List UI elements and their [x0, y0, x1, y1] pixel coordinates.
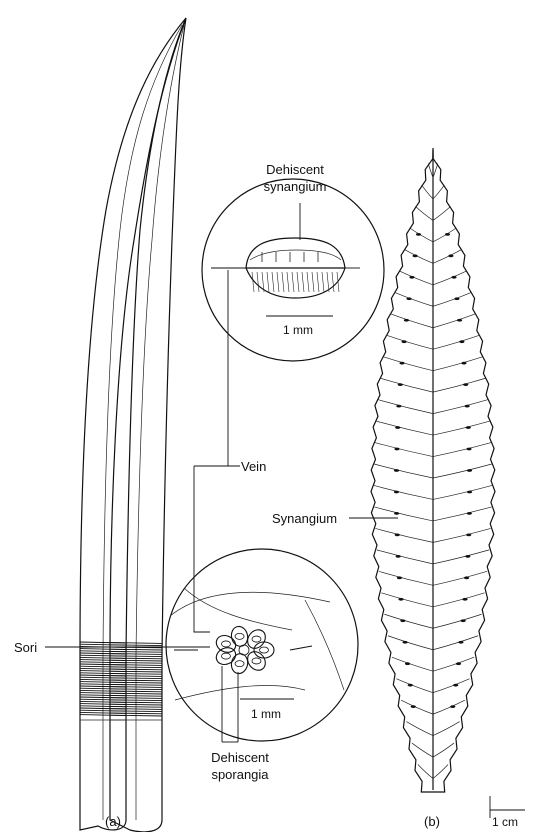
label-vein: Vein — [241, 459, 266, 474]
label-dehiscent-sporangia-line1: Dehiscent — [211, 750, 269, 765]
label-scale-leaf: 1 cm — [492, 815, 518, 829]
frond-right — [110, 18, 186, 832]
label-dehiscent-sporangia-line2: sporangia — [211, 767, 269, 782]
sori-band — [80, 642, 162, 716]
label-dehiscent-synangium-line2: synangium — [264, 179, 327, 194]
label-sori: Sori — [14, 640, 37, 655]
panel-label-b: (b) — [424, 814, 440, 829]
leaf-b — [371, 148, 495, 792]
label-synangium: Synangium — [272, 511, 337, 526]
label-scale-top: 1 mm — [283, 323, 313, 337]
label-scale-bottom: 1 mm — [251, 707, 281, 721]
panel-label-a: (a) — [105, 814, 121, 829]
label-dehiscent-synangium-line1: Dehiscent — [266, 162, 324, 177]
